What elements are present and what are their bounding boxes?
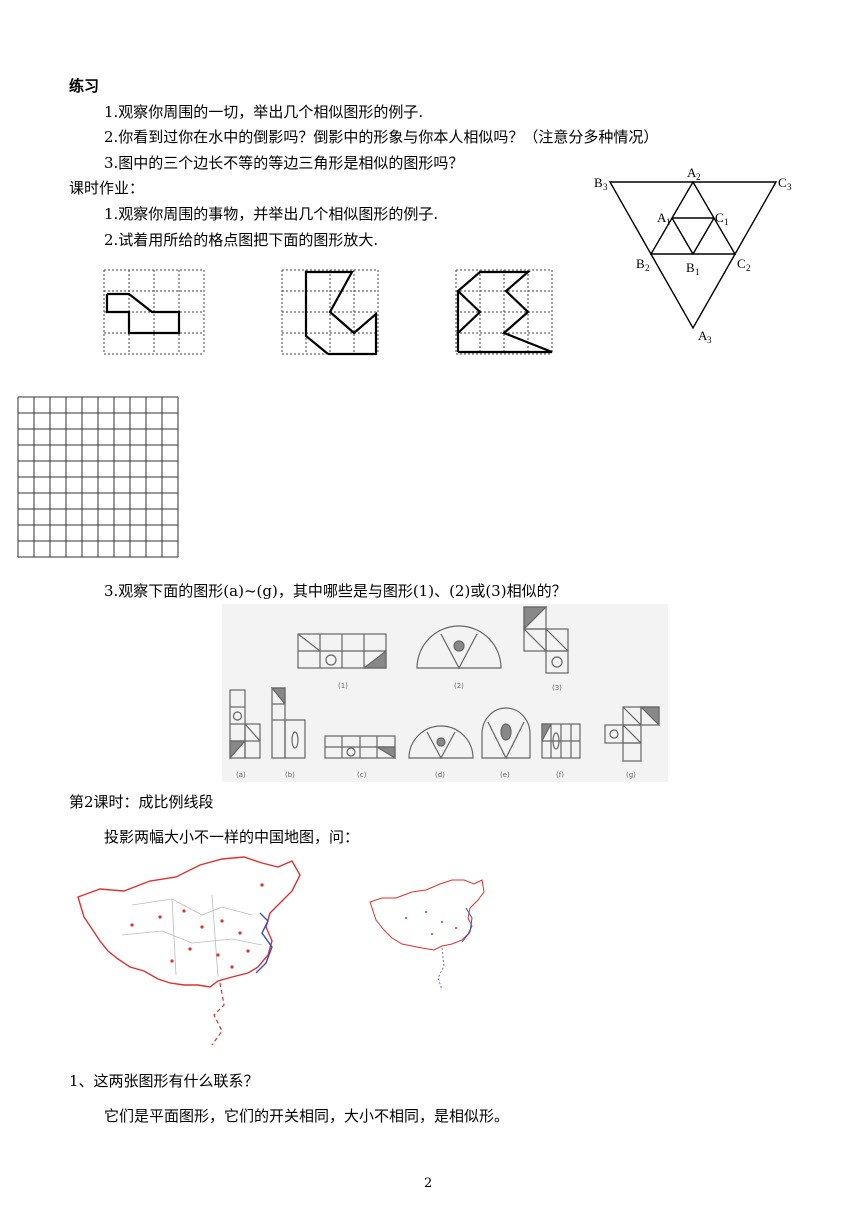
page-number: 2 [424, 1176, 433, 1191]
svg-text:3: 3 [787, 182, 792, 192]
practice-heading: 练习 [69, 77, 100, 95]
china-map-large [77, 856, 301, 1046]
homework-item-2: 2.试着用所给的格点图把下面的图形放大. [104, 231, 379, 249]
svg-text:2: 2 [696, 172, 701, 182]
svg-text:1: 1 [666, 217, 671, 227]
caption-g: (g) [626, 771, 636, 779]
homework-item-3: 3.观察下面的图形(a)~(g)，其中哪些是与图形(1)、(2)或(3)相似的？ [104, 582, 567, 600]
caption-c: (c) [357, 771, 367, 779]
svg-text:3: 3 [707, 335, 712, 345]
caption-2: (2) [454, 682, 464, 690]
grid-figure-1 [103, 269, 205, 355]
homework-item-1: 1.观察你周围的事物，并举出几个相似图形的例子. [104, 205, 439, 223]
caption-d: (d) [435, 771, 445, 779]
lesson2-intro: 投影两幅大小不一样的中国地图，问： [104, 828, 360, 846]
svg-text:A: A [698, 328, 708, 343]
practice-item-1: 1.观察你周围的一切，举出几个相似图形的例子. [104, 103, 424, 121]
svg-text:C: C [778, 175, 787, 190]
svg-text:B: B [636, 256, 645, 271]
svg-text:3: 3 [603, 182, 608, 192]
svg-text:1: 1 [724, 217, 729, 227]
svg-text:A: A [687, 165, 697, 180]
practice-item-2: 2.你看到过你在水中的倒影吗？倒影中的形象与你本人相似吗？（注意分多种情况） [104, 128, 659, 146]
svg-text:A: A [657, 210, 667, 225]
svg-text:B: B [686, 260, 695, 275]
similar-shapes-figure: (1) (2) (3) (a) (b) (c) (d) (e) (f) (g) [222, 604, 668, 782]
caption-b: (b) [285, 771, 295, 779]
caption-a: (a) [236, 771, 246, 779]
china-map-small [369, 879, 485, 991]
grid-figure-3 [455, 269, 553, 355]
svg-text:2: 2 [645, 263, 650, 273]
enlargement-grid [17, 396, 179, 558]
practice-item-3: 3.图中的三个边长不等的等边三角形是相似的图形吗？ [104, 154, 464, 172]
caption-1: (1) [338, 682, 348, 690]
svg-text:2: 2 [746, 263, 751, 273]
svg-text:C: C [737, 256, 746, 271]
caption-3: (3) [552, 684, 562, 692]
lesson2-answer: 它们是平面图形，它们的开关相同，大小不相同，是相似形。 [104, 1107, 510, 1125]
lesson2-heading: 第2课时：成比例线段 [69, 793, 214, 811]
grid-figure-2 [281, 269, 379, 356]
caption-e: (e) [500, 771, 510, 779]
lesson2-question: 1、这两张图形有什么联系？ [69, 1072, 259, 1090]
svg-text:C: C [715, 210, 724, 225]
svg-text:1: 1 [695, 267, 700, 277]
homework-heading: 课时作业： [69, 179, 145, 197]
svg-text:B: B [594, 175, 603, 190]
caption-f: (f) [556, 771, 564, 779]
